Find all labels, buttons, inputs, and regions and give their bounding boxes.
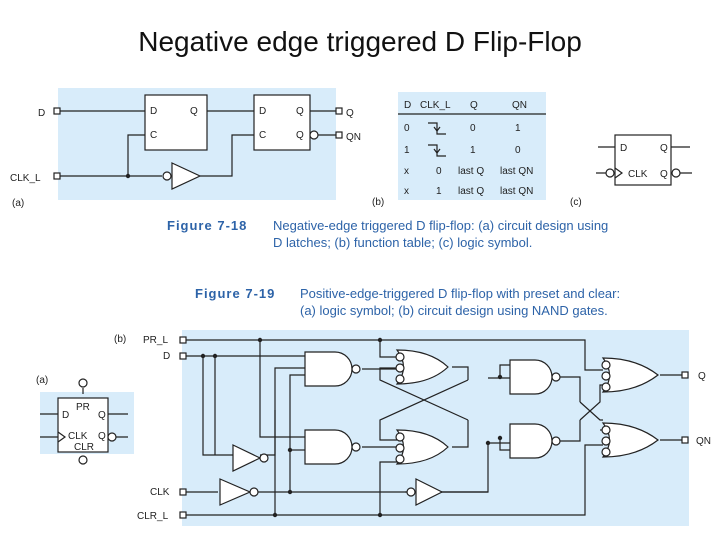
fig18a-output-q-terminal <box>335 107 343 115</box>
fig18a-latch-1-d: D <box>150 106 157 117</box>
fig18b-r1-falling-edge-icon <box>428 144 446 157</box>
fig18b-r0-qn: 1 <box>515 123 521 134</box>
fig19b-input-clr-label: CLR_L <box>137 511 169 522</box>
page-title: Negative edge triggered D Flip-Flop <box>138 26 582 57</box>
fig18c-clk-bubble <box>605 168 615 178</box>
fig18a-latch-1-c: C <box>150 130 157 141</box>
fig19b-inverter-d <box>232 444 262 472</box>
fig18b-col-q: Q <box>470 100 478 111</box>
fig18a-latch-2-d: D <box>259 106 266 117</box>
fig19a-clr: CLR <box>74 442 94 453</box>
fig19a-d: D <box>62 410 69 421</box>
fig18-caption-line2: D latches; (b) function table; (c) logic… <box>273 235 532 250</box>
fig19a-part-label: (a) <box>36 375 48 386</box>
fig19a-clr-bubble <box>78 455 88 465</box>
fig18c-d: D <box>620 143 627 154</box>
fig18c-q: Q <box>660 143 668 154</box>
fig19a-pr-bubble <box>78 378 88 388</box>
fig19b-input-clk-label: CLK <box>150 487 170 498</box>
fig19b-pr-terminal <box>179 336 187 344</box>
fig18b-r2-q: last Q <box>458 166 484 177</box>
fig18c-qn: Q <box>660 169 668 180</box>
fig18b-r3-q: last Q <box>458 186 484 197</box>
fig18a-input-clk-label: CLK_L <box>10 173 41 184</box>
fig18a-junction <box>125 173 131 179</box>
fig19a-pr: PR <box>76 402 90 413</box>
fig18b-r0-falling-edge-icon <box>428 122 446 135</box>
fig19a-symbol-box <box>57 397 109 453</box>
fig18a-output-qn-terminal <box>335 131 343 139</box>
fig19b-part-label: (b) <box>114 334 126 345</box>
fig18c-symbol-box <box>614 134 672 186</box>
fig19b-clr-terminal <box>179 511 187 519</box>
fig19b-input-pr-label: PR_L <box>143 335 168 346</box>
fig18a-part-label: (a) <box>12 198 24 209</box>
fig18c-clk-triangle <box>614 167 624 179</box>
fig18a-qn-bubble <box>309 130 319 140</box>
fig18a-latch-2-c: C <box>259 130 266 141</box>
fig18a-output-qn-label: QN <box>346 132 361 143</box>
fig19b-nand-2 <box>304 429 353 465</box>
fig18b-r1-qn: 0 <box>515 145 521 156</box>
fig19b-nand-1 <box>304 351 353 387</box>
fig18b-r2-clk: 0 <box>436 166 442 177</box>
fig18a-latch-2-qn: Q <box>296 130 304 141</box>
fig18a-latch-1 <box>144 94 208 151</box>
fig18c-clk: CLK <box>628 169 648 180</box>
fig18b-part-label: (b) <box>372 197 384 208</box>
fig18-caption-line1: Negative-edge triggered D flip-flop: (a)… <box>273 218 608 233</box>
fig18-caption-number: Figure 7-18 <box>167 218 247 233</box>
fig19a-clk-triangle <box>57 431 67 443</box>
fig18b-r1-q: 1 <box>470 145 476 156</box>
fig18b-r0-q: 0 <box>470 123 476 134</box>
fig19b-input-d-label: D <box>163 351 170 362</box>
fig18a-input-d-label: D <box>38 108 45 119</box>
fig19a-qn: Q <box>98 431 106 442</box>
fig19b-junction <box>257 337 263 343</box>
fig19b-output-qn-label: QN <box>696 436 711 447</box>
fig18b-r3-clk: 1 <box>436 186 442 197</box>
fig19-caption-number: Figure 7-19 <box>195 286 275 301</box>
fig19a-q: Q <box>98 410 106 421</box>
fig18b-r3-d: x <box>404 186 409 197</box>
fig19b-nand-6 <box>509 423 553 459</box>
fig19b-clk-terminal <box>179 488 187 496</box>
fig18b-col-clk: CLK_L <box>420 100 451 111</box>
fig18b-panel <box>398 92 546 200</box>
fig19a-qn-bubble <box>107 432 117 442</box>
fig19a-clk: CLK <box>68 431 88 442</box>
fig19b-qn-terminal <box>681 436 689 444</box>
fig18b-r0-d: 0 <box>404 123 410 134</box>
fig18b-col-qn: QN <box>512 100 527 111</box>
fig19b-d-terminal <box>179 352 187 360</box>
fig18b-r3-qn: last QN <box>500 186 533 197</box>
fig18b-r1-d: 1 <box>404 145 410 156</box>
fig18a-output-q-label: Q <box>346 108 354 119</box>
fig19b-output-q-label: Q <box>698 371 706 382</box>
fig18b-r2-d: x <box>404 166 409 177</box>
fig18c-part-label: (c) <box>570 197 582 208</box>
fig19b-nand-5 <box>509 359 553 395</box>
fig19b-inverter-3 <box>415 478 444 506</box>
fig18a-input-clk-terminal <box>53 172 61 180</box>
fig18b-r2-qn: last QN <box>500 166 533 177</box>
fig18a-input-d-terminal <box>53 107 61 115</box>
fig19b-wires <box>186 339 688 516</box>
fig19-caption-line1: Positive-edge-triggered D flip-flop with… <box>300 286 620 301</box>
fig18c-qn-bubble <box>671 168 681 178</box>
fig19b-q-terminal <box>681 371 689 379</box>
fig19b-inverter-clk <box>219 478 252 506</box>
fig18a-inverter-bubble <box>162 171 172 181</box>
fig18b-col-d: D <box>404 100 411 111</box>
fig18a-latch-2 <box>253 94 311 151</box>
fig18a-latch-2-q: Q <box>296 106 304 117</box>
fig18a-latch-1-q: Q <box>190 106 198 117</box>
fig18a-wires <box>60 110 336 177</box>
fig18a-inverter <box>171 162 202 190</box>
fig19-caption-line2: (a) logic symbol; (b) circuit design usi… <box>300 303 608 318</box>
